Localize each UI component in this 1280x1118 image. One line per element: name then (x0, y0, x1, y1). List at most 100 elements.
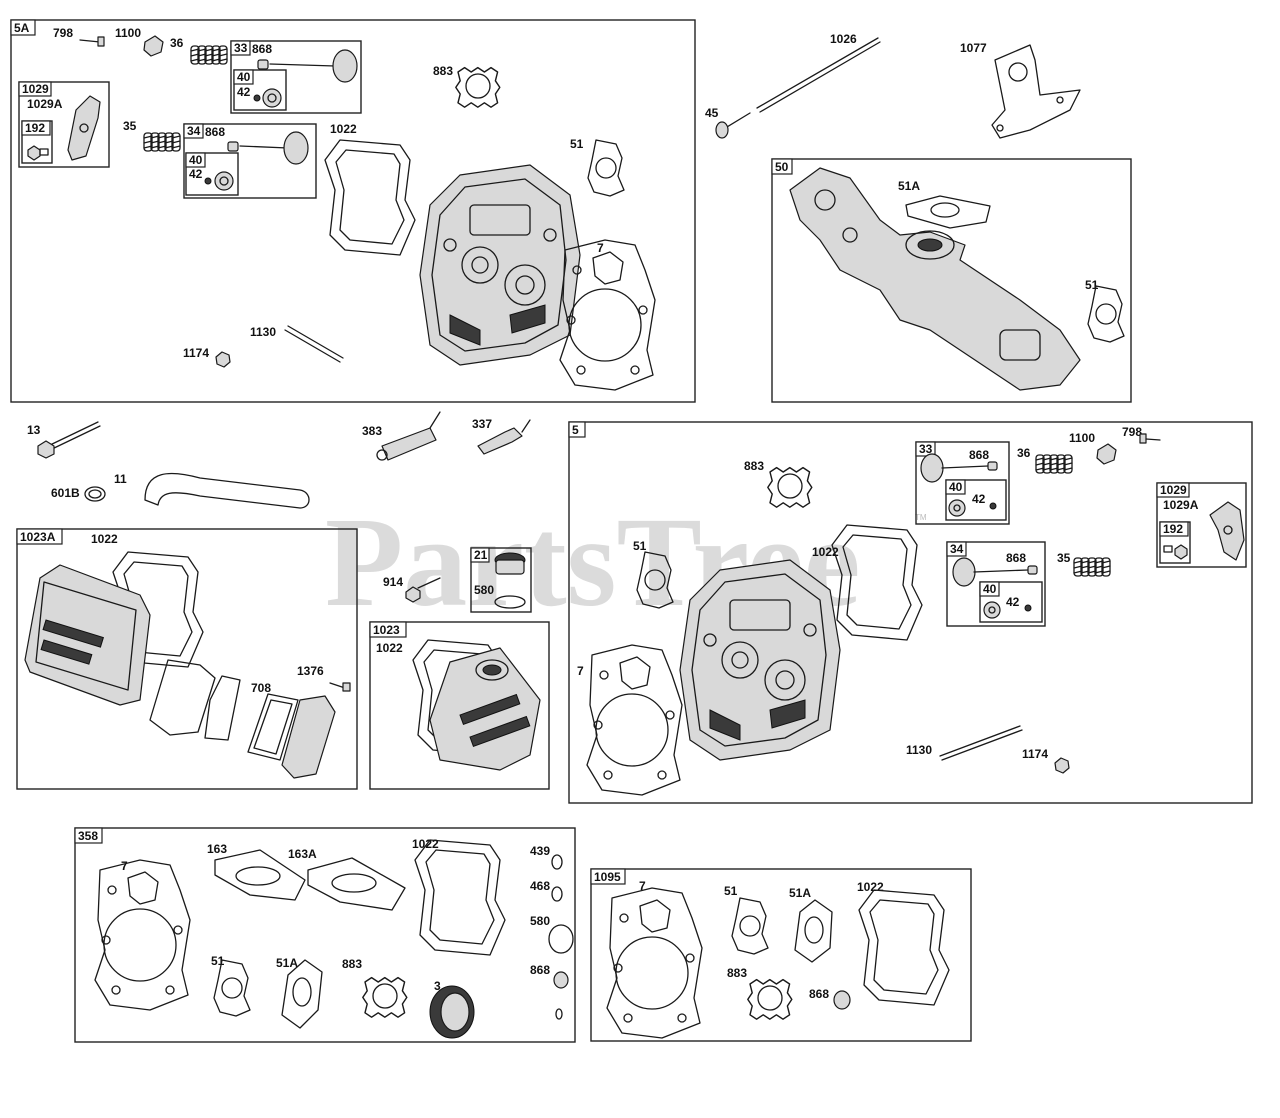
part-1026[interactable]: 1026 (830, 32, 857, 46)
part-51-a[interactable]: 51 (570, 137, 584, 151)
part-883-i[interactable]: 883 (727, 966, 747, 980)
part-1022-a[interactable]: 1022 (330, 122, 357, 136)
part-42-g-b[interactable]: 42 (1006, 595, 1020, 609)
part-1029A-g[interactable]: 1029A (1163, 498, 1199, 512)
group-40-tag-b[interactable]: 40 (185, 152, 206, 168)
part-1130-a[interactable]: 1130 (250, 325, 276, 339)
part-468[interactable]: 468 (530, 879, 550, 893)
part-601B[interactable]: 601B (51, 486, 80, 500)
part-7-g[interactable]: 7 (577, 664, 584, 678)
part-868-g-a[interactable]: 868 (969, 448, 989, 462)
group-34-tag-a[interactable]: 34 (183, 123, 204, 139)
group-1029-tag-g[interactable]: 1029 (1156, 482, 1190, 498)
gasket-51-icon-b (1087, 285, 1125, 343)
group-192-tag-a[interactable]: 192 (21, 120, 51, 136)
group-40-tag-g2[interactable]: 40 (979, 581, 1000, 597)
part-883-a[interactable]: 883 (433, 64, 453, 78)
part-580-h[interactable]: 580 (530, 914, 550, 928)
stud-1130-icon-a (284, 325, 344, 363)
spring-36-icon-g (1035, 454, 1073, 474)
group-358-tag[interactable]: 358 (74, 827, 103, 844)
part-1022-f[interactable]: 1022 (376, 641, 403, 655)
part-42-a[interactable]: 42 (237, 85, 251, 99)
part-51-g[interactable]: 51 (633, 539, 647, 553)
part-383[interactable]: 383 (362, 424, 382, 438)
part-51-h[interactable]: 51 (211, 954, 225, 968)
part-798-g[interactable]: 798 (1122, 425, 1142, 439)
part-1077[interactable]: 1077 (960, 41, 987, 55)
part-798[interactable]: 798 (53, 26, 73, 40)
part-868-b[interactable]: 868 (205, 125, 225, 139)
part-36[interactable]: 36 (170, 36, 184, 50)
part-35-g[interactable]: 35 (1057, 551, 1071, 565)
part-51-i[interactable]: 51 (724, 884, 738, 898)
part-883-h[interactable]: 883 (342, 957, 362, 971)
group-5A-tag[interactable]: 5A (10, 19, 36, 36)
gasket-51A-icon-b (905, 195, 991, 229)
part-1022-g[interactable]: 1022 (812, 545, 839, 559)
group-1023-tag[interactable]: 1023 (369, 621, 407, 638)
group-5-tag[interactable]: 5 (568, 421, 586, 438)
part-13[interactable]: 13 (27, 423, 41, 437)
part-1130-g[interactable]: 1130 (906, 743, 932, 757)
o-ring-468-icon (551, 886, 563, 902)
part-337[interactable]: 337 (472, 417, 492, 431)
svg-text:1023A: 1023A (20, 530, 56, 544)
part-35-a[interactable]: 35 (123, 119, 137, 133)
svg-text:1095: 1095 (594, 870, 621, 884)
part-7-i[interactable]: 7 (639, 879, 646, 893)
part-580-e[interactable]: 580 (474, 583, 494, 597)
part-36-g[interactable]: 36 (1017, 446, 1031, 460)
group-1095-tag[interactable]: 1095 (590, 868, 626, 885)
part-163[interactable]: 163 (207, 842, 227, 856)
part-914[interactable]: 914 (383, 575, 403, 589)
svg-text:50: 50 (775, 160, 789, 174)
screw-1376-icon (329, 682, 351, 692)
part-3[interactable]: 3 (434, 979, 441, 993)
part-51A-b[interactable]: 51A (898, 179, 920, 193)
svg-text:33: 33 (919, 442, 933, 456)
group-33-tag-g[interactable]: 33 (915, 441, 936, 457)
group-34-tag-g[interactable]: 34 (946, 541, 967, 557)
part-1100-g[interactable]: 1100 (1069, 431, 1095, 445)
part-1174-g[interactable]: 1174 (1022, 747, 1048, 761)
part-1100[interactable]: 1100 (115, 26, 141, 40)
part-439[interactable]: 439 (530, 844, 550, 858)
part-868-h[interactable]: 868 (530, 963, 550, 977)
part-868-g-b[interactable]: 868 (1006, 551, 1026, 565)
group-1023A-tag[interactable]: 1023A (16, 528, 63, 545)
group-40-tag-a[interactable]: 40 (233, 69, 254, 85)
group-1029-tag-a[interactable]: 1029 (18, 81, 52, 97)
part-1376[interactable]: 1376 (297, 664, 324, 678)
part-708[interactable]: 708 (251, 681, 271, 695)
part-42-b[interactable]: 42 (189, 167, 203, 181)
group-21-tag[interactable]: 21 (470, 547, 490, 563)
group-5-box (568, 421, 1253, 804)
part-51A-i[interactable]: 51A (789, 886, 811, 900)
part-868-i[interactable]: 868 (809, 987, 829, 1001)
cylinder-head-icon-g (679, 559, 841, 761)
group-33-tag-a[interactable]: 33 (230, 40, 251, 56)
group-40-box-a (233, 69, 287, 111)
group-50-tag[interactable]: 50 (771, 158, 793, 175)
part-1022-i[interactable]: 1022 (857, 880, 884, 894)
group-40-tag-g[interactable]: 40 (945, 479, 966, 495)
part-163A[interactable]: 163A (288, 847, 317, 861)
part-7-h[interactable]: 7 (121, 859, 128, 873)
part-51A-h[interactable]: 51A (276, 956, 298, 970)
svg-text:1029: 1029 (1160, 483, 1187, 497)
part-51-b[interactable]: 51 (1085, 278, 1099, 292)
part-11[interactable]: 11 (114, 472, 127, 486)
part-1022-h[interactable]: 1022 (412, 837, 439, 851)
part-1029A-a[interactable]: 1029A (27, 97, 63, 111)
group-34-box-g (946, 541, 1046, 627)
part-883-g[interactable]: 883 (744, 459, 764, 473)
part-45[interactable]: 45 (705, 106, 719, 120)
part-42-g-a[interactable]: 42 (972, 492, 986, 506)
part-7-a[interactable]: 7 (597, 241, 604, 255)
part-1022-d[interactable]: 1022 (91, 532, 118, 546)
seal-40-icon-g2 (983, 601, 1001, 619)
part-868-a[interactable]: 868 (252, 42, 272, 56)
group-192-tag-g[interactable]: 192 (1159, 521, 1189, 537)
part-1174-a[interactable]: 1174 (183, 346, 209, 360)
